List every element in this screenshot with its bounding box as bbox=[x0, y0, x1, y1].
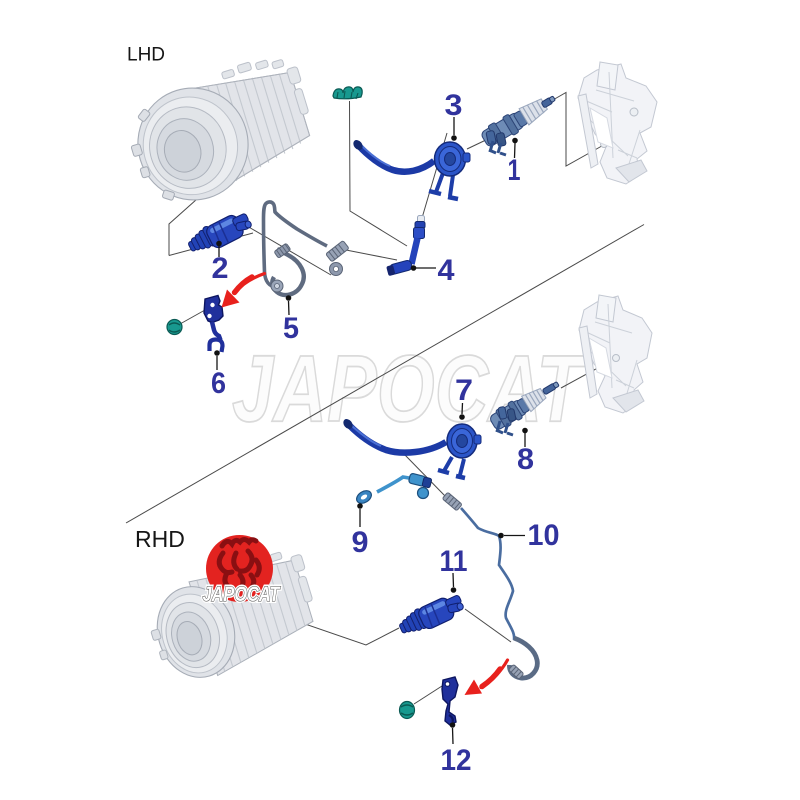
svg-text:7: 7 bbox=[455, 374, 473, 407]
svg-text:4: 4 bbox=[438, 254, 455, 287]
svg-text:8: 8 bbox=[517, 443, 534, 476]
svg-text:JAPOCAT: JAPOCAT bbox=[203, 583, 282, 606]
svg-text:6: 6 bbox=[211, 367, 226, 400]
svg-text:2: 2 bbox=[212, 252, 229, 285]
svg-text:11: 11 bbox=[440, 545, 468, 578]
svg-text:5: 5 bbox=[283, 312, 299, 345]
svg-text:JAPOCAT: JAPOCAT bbox=[232, 336, 587, 442]
svg-text:12: 12 bbox=[441, 744, 472, 777]
svg-text:JAPOCAT: JAPOCAT bbox=[203, 583, 282, 606]
svg-text:9: 9 bbox=[352, 526, 369, 559]
svg-text:LHD: LHD bbox=[127, 45, 165, 66]
svg-text:RHD: RHD bbox=[135, 526, 185, 552]
svg-text:3: 3 bbox=[445, 89, 463, 122]
svg-text:10: 10 bbox=[528, 519, 560, 552]
svg-text:1: 1 bbox=[508, 154, 521, 187]
